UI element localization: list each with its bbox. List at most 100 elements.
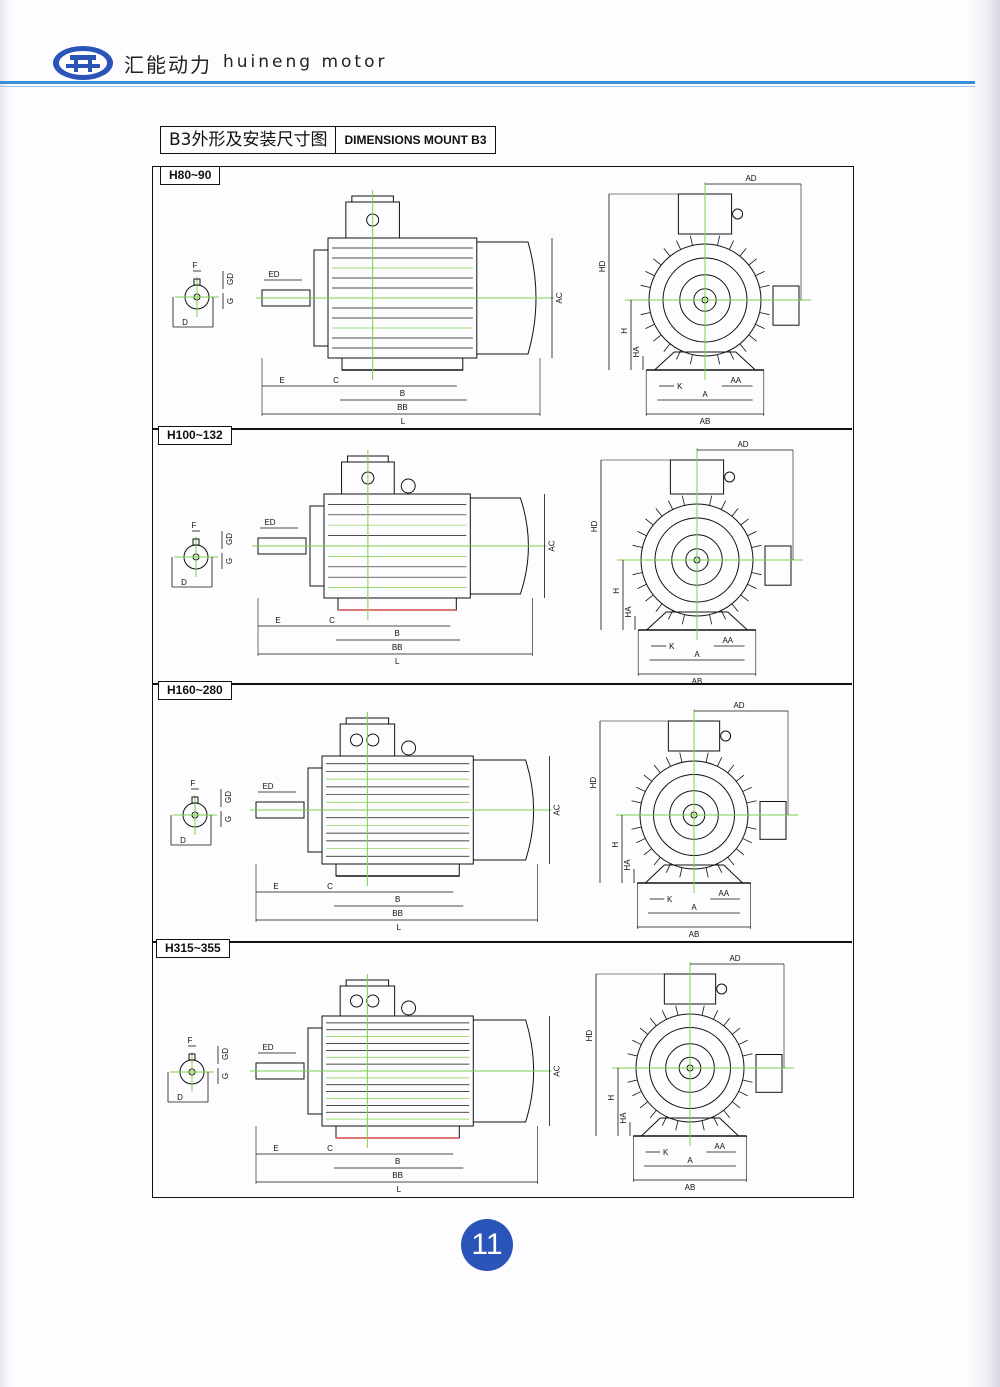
page-header: 汇能动力 huineng motor	[0, 0, 1000, 100]
dim-label-h: H	[620, 328, 629, 334]
dim-label-b: B	[395, 1157, 400, 1166]
dim-label-g: G	[225, 558, 234, 564]
panel-divider-3	[152, 941, 852, 943]
dim-label-ad: AD	[737, 440, 748, 449]
drawing-frame	[152, 166, 854, 1198]
cooling-fin	[723, 1017, 731, 1027]
cooling-fin	[631, 826, 642, 830]
dim-label-hd: HD	[585, 1030, 594, 1042]
dim-label-e: E	[273, 882, 278, 891]
dim-label-ab: AB	[685, 1183, 696, 1192]
brand-name-english: huineng motor	[223, 52, 388, 72]
dim-label-b: B	[394, 629, 399, 638]
cooling-fin	[701, 1005, 705, 1016]
cooling-fin	[637, 531, 647, 537]
dim-label-hd: HD	[598, 260, 607, 272]
header-rule-thin	[0, 86, 975, 87]
cooling-fin	[748, 334, 757, 342]
dim-label-k: K	[669, 642, 675, 651]
cooling-fin	[731, 508, 739, 517]
dim-label-k: K	[667, 895, 673, 904]
lifting-eye-icon	[401, 740, 417, 756]
key-outline	[188, 1053, 196, 1061]
cooling-fin	[649, 1017, 657, 1027]
dim-label-d: D	[181, 578, 187, 587]
cooling-fin	[742, 1053, 753, 1057]
cooling-fin	[709, 495, 713, 506]
panel-label: H80~90	[160, 166, 221, 185]
cooling-fin	[679, 752, 683, 763]
dim-label-d: D	[180, 836, 186, 845]
cooling-fin	[746, 826, 757, 830]
cooling-fin	[738, 1091, 748, 1097]
cooling-fin	[739, 248, 747, 257]
dim-label-aa: AA	[730, 376, 741, 385]
page-number-notch	[453, 1213, 469, 1229]
mounting-feet-outline	[335, 863, 460, 877]
cooling-fin	[735, 774, 745, 782]
panel-divider-1	[152, 428, 852, 430]
cooling-fin	[727, 764, 735, 774]
cooling-fin	[755, 271, 765, 277]
key-outline	[193, 278, 201, 286]
dim-label-bb: BB	[397, 403, 408, 412]
cable-gland-icon	[349, 733, 363, 747]
cooling-fin	[653, 334, 662, 342]
cooling-fin	[679, 867, 683, 878]
dim-label-gd: GD	[226, 273, 235, 285]
cable-gland-icon	[716, 983, 728, 995]
cooling-fin	[681, 614, 685, 625]
cooling-fin	[759, 284, 770, 288]
dim-label-a: A	[694, 650, 700, 659]
cooling-fin	[742, 1079, 753, 1083]
dim-label-gd: GD	[225, 533, 234, 545]
cooling-fin	[627, 1079, 638, 1083]
dim-label-l: L	[397, 923, 402, 932]
section-title: B3外形及安装尺寸图 DIMENSIONS MOUNT B3	[160, 126, 496, 154]
key-outline	[192, 538, 200, 546]
cooling-fin	[675, 1120, 679, 1131]
dim-label-f: F	[191, 779, 196, 788]
cooling-fin	[675, 1005, 679, 1016]
cooling-fin	[655, 508, 663, 517]
cooling-fin	[645, 323, 655, 329]
cooling-fin	[717, 235, 721, 246]
dim-label-e: E	[279, 376, 284, 385]
cooling-fin	[746, 800, 757, 804]
dim-label-h: H	[611, 842, 620, 848]
dim-label-h: H	[612, 588, 621, 594]
cooling-fin	[689, 235, 693, 246]
cooling-fin	[759, 312, 770, 316]
mounting-feet-outline	[335, 1125, 460, 1139]
cooling-fin	[663, 343, 671, 352]
cooling-fin	[653, 258, 662, 266]
cooling-fin	[728, 240, 734, 250]
cable-gland-icon	[732, 208, 744, 220]
mounting-feet-outline	[341, 357, 464, 371]
side-terminal-box-outline	[755, 1054, 783, 1093]
dim-label-ac: AC	[553, 804, 562, 815]
dim-label-aa: AA	[722, 636, 733, 645]
cooling-fin	[742, 786, 752, 792]
cable-gland-icon	[366, 733, 380, 747]
cooling-fin	[643, 848, 653, 856]
dim-label-a: A	[691, 903, 697, 912]
cooling-fin	[723, 1109, 731, 1119]
panel-label: H100~132	[158, 426, 232, 445]
cooling-fin	[632, 544, 643, 548]
dim-label-ab: AB	[700, 417, 711, 426]
cooling-fin	[738, 1039, 748, 1045]
cooling-fin	[639, 1101, 649, 1109]
cooling-fin	[705, 867, 709, 878]
cooling-fin	[713, 1010, 719, 1020]
cable-gland-icon	[724, 471, 736, 483]
dim-label-g: G	[224, 816, 233, 822]
dim-label-aa: AA	[714, 1142, 725, 1151]
dim-label-e: E	[275, 616, 280, 625]
lifting-eye-icon	[400, 478, 416, 494]
lifting-eye-icon	[401, 1000, 417, 1016]
